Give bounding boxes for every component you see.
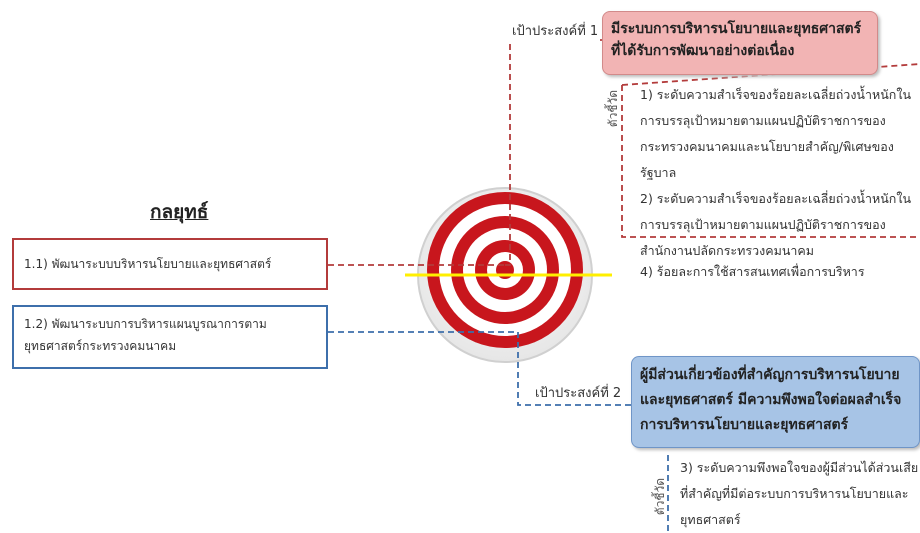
goal-1-indicator-label: ตัวชี้วัด [606, 90, 620, 128]
goal-1-text: มีระบบการบริหารนโยบายและยุทธศาสตร์ที่ได้… [611, 21, 862, 59]
strategy-box-1: 1.1) พัฒนาระบบบริหารนโยบายและยุทธศาสตร์ [12, 238, 328, 290]
strategy-item-1: 1.1) พัฒนาระบบบริหารนโยบายและยุทธศาสตร์ [24, 257, 272, 271]
indicator-4: 4) ร้อยละการใช้สารสนเทศเพื่อการบริหาร [640, 264, 865, 279]
goal-1-box: มีระบบการบริหารนโยบายและยุทธศาสตร์ที่ได้… [602, 11, 878, 75]
goal-2-indicator-label: ตัวชี้วัด [653, 478, 667, 516]
goal-1-indicators: 1) ระดับความสำเร็จของร้อยละเฉลี่ยถ่วงน้ำ… [640, 82, 918, 264]
goal-2-text: ผู้มีส่วนเกี่ยวข้องที่สำคัญการบริหารนโยบ… [640, 367, 902, 433]
goal-2-label: เป้าประสงค์ที่ 2 [533, 382, 624, 403]
indicator-1: 1) ระดับความสำเร็จของร้อยละเฉลี่ยถ่วงน้ำ… [640, 87, 911, 180]
goal-1-label: เป้าประสงค์ที่ 1 [510, 20, 601, 41]
goal-2-box: ผู้มีส่วนเกี่ยวข้องที่สำคัญการบริหารนโยบ… [631, 356, 920, 448]
strategy-box-2: 1.2) พัฒนาระบบการบริหารแผนบูรณาการตามยุท… [12, 305, 328, 369]
indicator-3: 3) ระดับความพึงพอใจของผู้มีส่วนได้ส่วนเส… [680, 460, 919, 527]
strategy-title: กลยุทธ์ [150, 201, 209, 223]
indicator-2: 2) ระดับความสำเร็จของร้อยละเฉลี่ยถ่วงน้ำ… [640, 191, 911, 258]
goal-2-indicators: 3) ระดับความพึงพอใจของผู้มีส่วนได้ส่วนเส… [680, 455, 920, 533]
strategy-item-2: 1.2) พัฒนาระบบการบริหารแผนบูรณาการตามยุท… [24, 317, 267, 353]
target-icon [417, 187, 593, 363]
